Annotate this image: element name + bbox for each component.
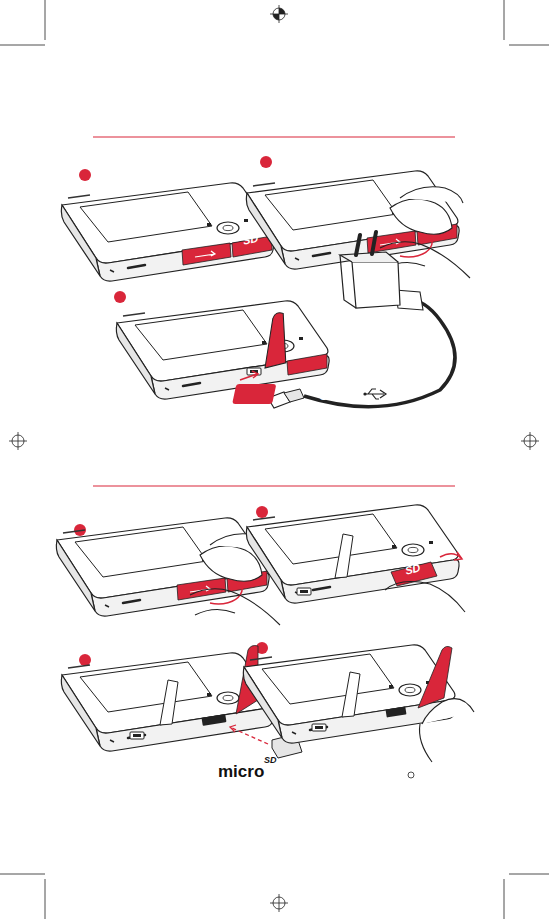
usb-logo-text: USB: [319, 388, 349, 402]
microsd-logo-text: SD: [264, 756, 277, 765]
device-step-5: [246, 505, 465, 612]
microsd-logo-text: micro: [218, 763, 264, 780]
device-step-7: [243, 645, 474, 778]
device-step-1: [61, 183, 274, 281]
device-step-6: [61, 646, 274, 752]
section-rule: [93, 485, 455, 486]
device-step-2: [246, 171, 470, 278]
usb-logo: [232, 384, 386, 404]
charger: [268, 232, 455, 425]
device-step-3: [116, 301, 329, 399]
section-rule: [93, 136, 455, 137]
